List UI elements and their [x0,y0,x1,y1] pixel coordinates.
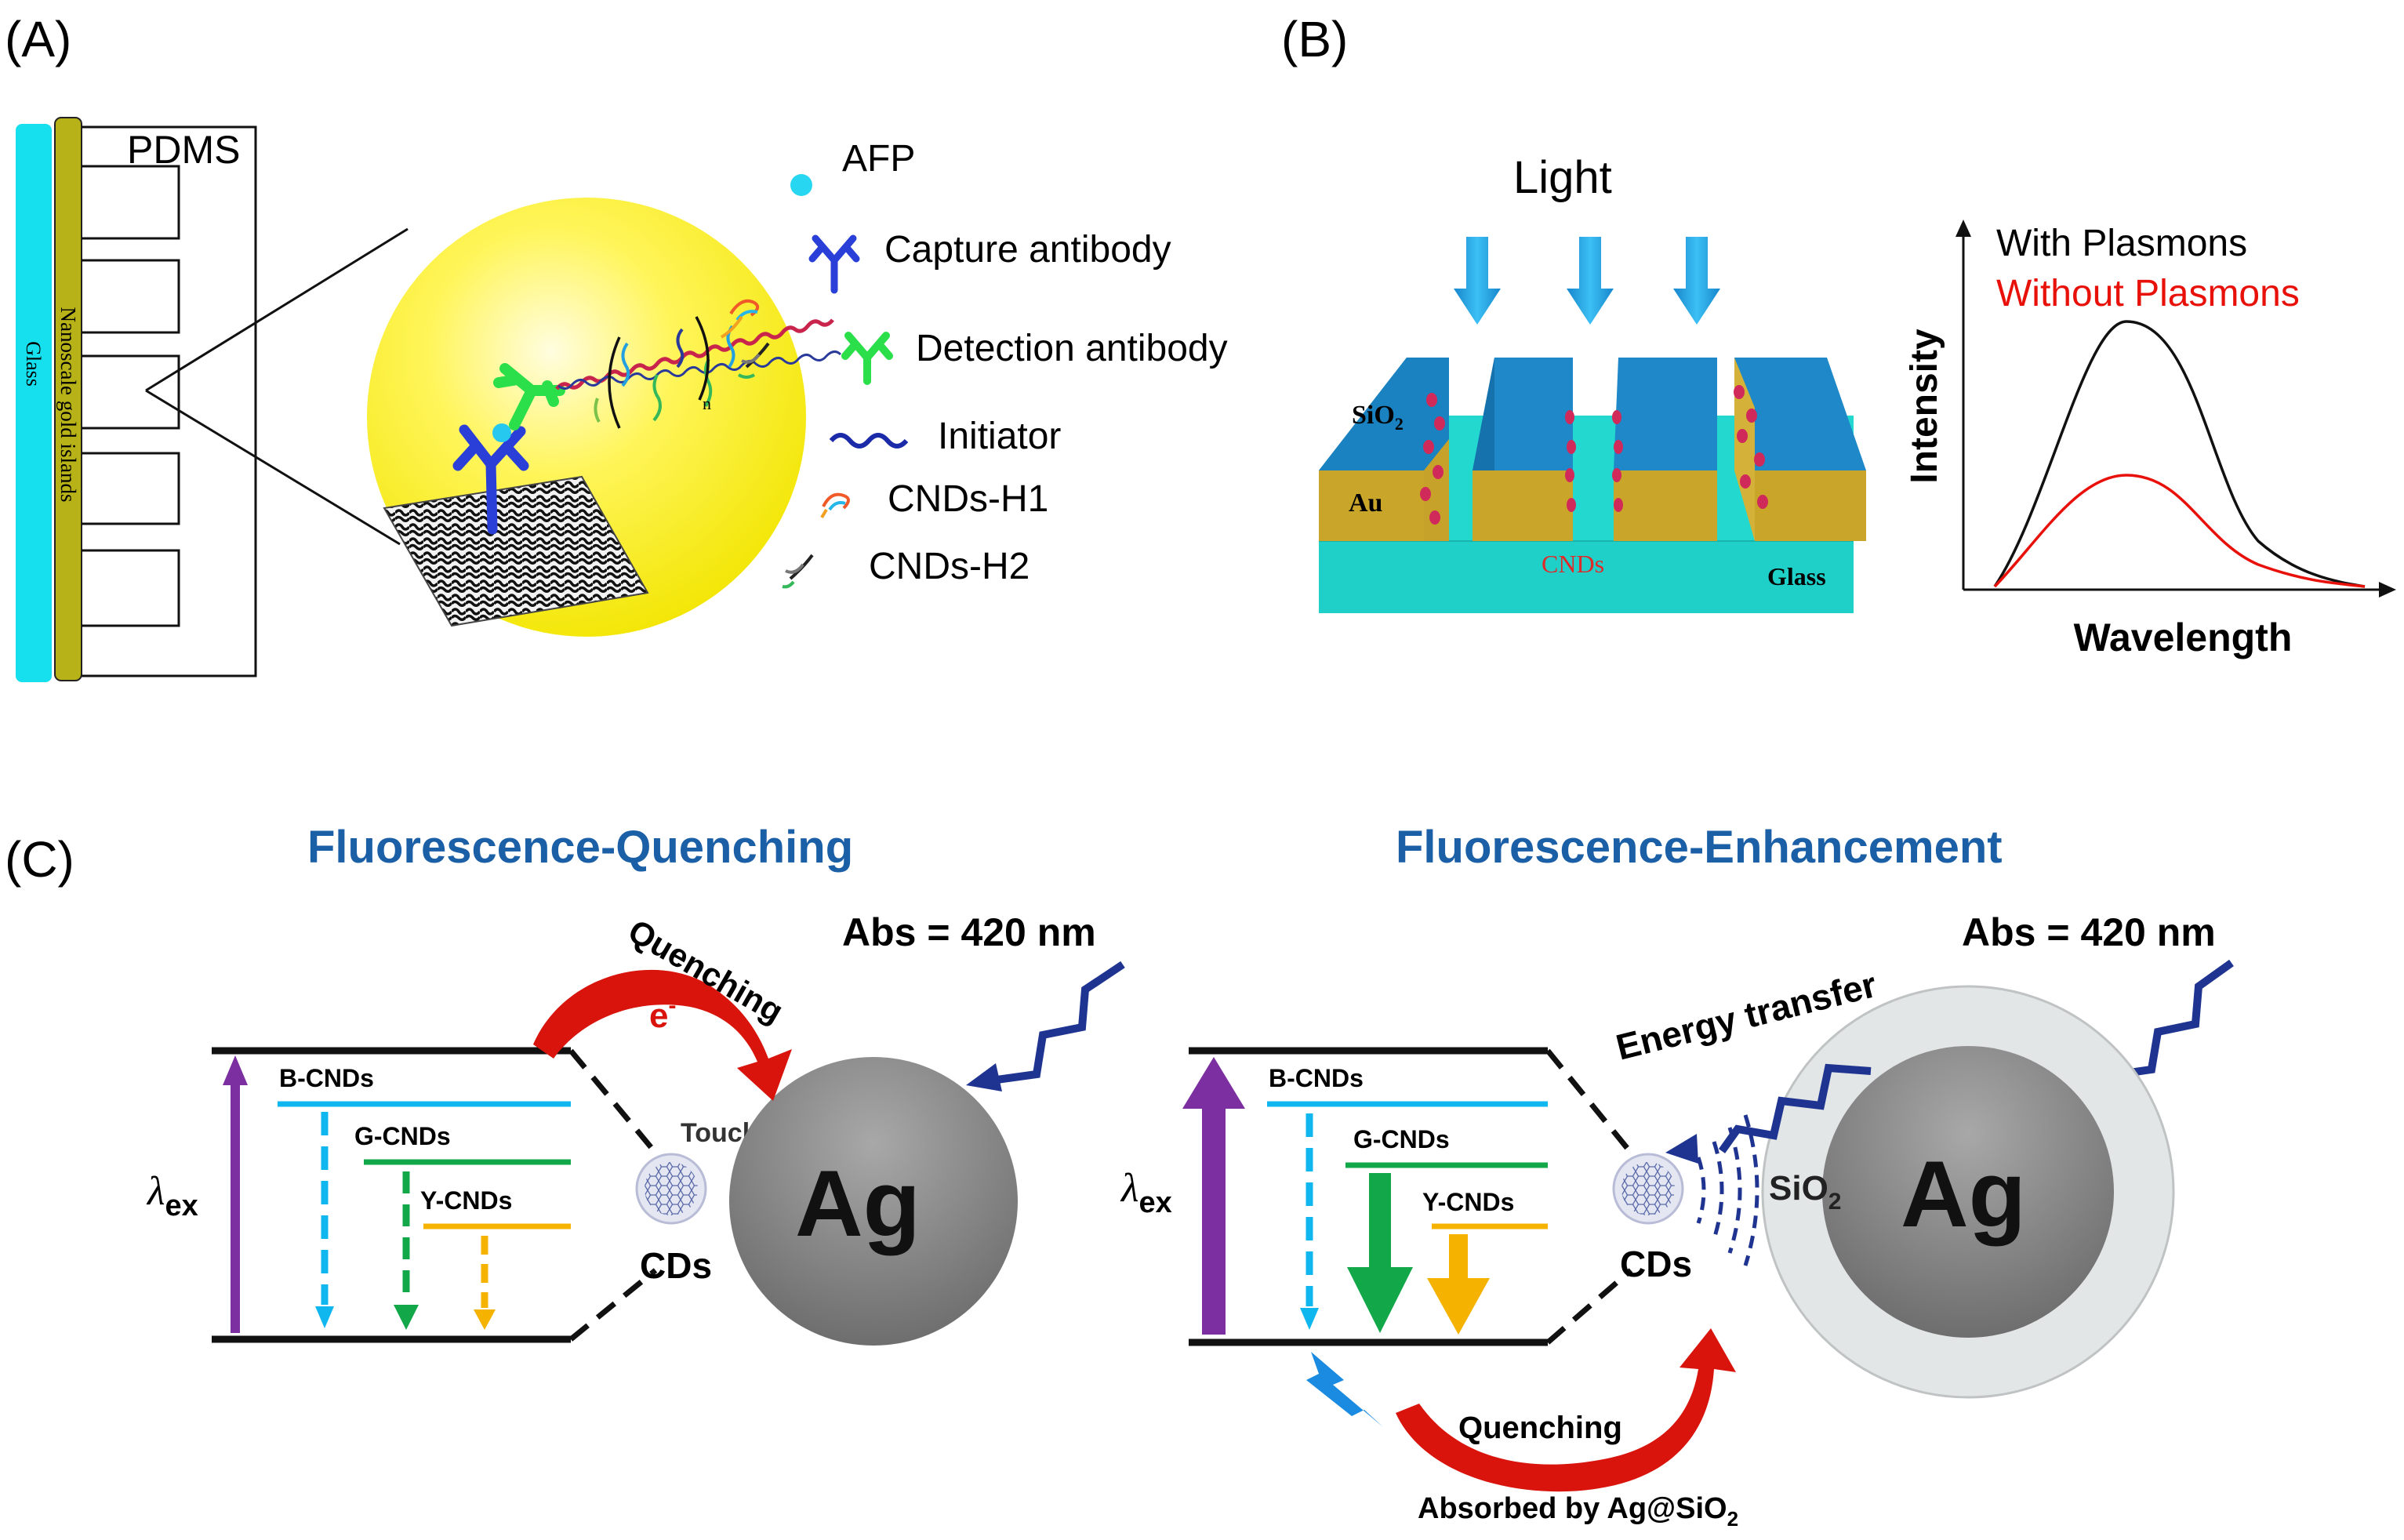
panel-b-label: (B) [1281,11,1348,67]
panel-c: (C) Fluorescence-Quenching Abs = 420 nm … [5,822,2234,1531]
light-arrow-2 [1567,237,1614,325]
cnd-dots [1420,385,1768,525]
legend-initiator: Initiator [938,416,1061,457]
absorbed-label: Absorbed by Ag@SiO2 [1418,1492,1738,1531]
afp-in-sphere [492,423,511,442]
gold-islands-strip [54,117,82,681]
sio2-block-3-top [1614,358,1717,470]
legend-a: AFP Capture antibody Detection antibody … [782,138,1228,589]
sio2-label: SiO2 [1352,401,1404,434]
g-cnds-label-right: G-CNDs [1353,1125,1450,1153]
quenching-label-right: Quenching [1458,1411,1622,1445]
legend-cnds-h1: CNDs-H1 [888,478,1048,520]
legend-detection-antibody: Detection antibody [916,328,1228,369]
lightning-blue [1306,1352,1383,1427]
zigzag-light-right [2107,959,2234,1080]
light-arrows [1454,237,1720,325]
subscript-n: n [703,394,711,413]
glass-top [1319,416,1854,549]
detection-antibody-icon [841,332,893,385]
initiator-icon [829,433,909,449]
sensor-structure: SiO2 Au CNDs Glass [1319,358,1866,613]
ag-sphere-left [729,1057,1018,1346]
legend-afp: AFP [842,138,915,180]
lambda-ex-left: λex [146,1169,198,1222]
light-arrow-1 [1454,237,1501,325]
plot-xlabel: Wavelength [2074,616,2293,659]
gold-surface [383,475,649,627]
light-label: Light [1513,152,1612,203]
panel-a: (A) Glass Nanoscale gold islands PDMS [5,11,1228,682]
ag-core-right [1822,1046,2114,1338]
sio2-shell-label: SiO2 [1769,1169,1841,1215]
detection-antibody-in-sphere [493,363,565,430]
sio2-block-2-top [1473,358,1573,470]
legend-capture-antibody: Capture antibody [884,229,1171,271]
plasmon-plot: Intensity Wavelength With Plasmons Witho… [1904,220,2396,659]
lambda-ex-right: λex [1120,1166,1172,1219]
cnds-h1-icon [820,492,850,519]
y-cnds-label-left: Y-CNDs [420,1186,512,1215]
quenching-title: Fluorescence-Quenching [307,822,853,873]
b-cnds-label-right: B-CNDs [1269,1064,1364,1092]
sio2-block-4-top [1734,358,1866,470]
glass-strip [16,124,52,682]
emission-waves [1696,1114,1759,1266]
bracket-right [695,316,710,401]
cds-label-right: CDs [1620,1244,1692,1284]
glass-label-b: Glass [1767,562,1826,590]
zigzag-light-left [990,961,1125,1084]
light-arrow-3 [1673,237,1720,325]
bracket-left [608,336,621,429]
cnds-h2-icon [782,554,814,589]
pdms-chip [82,125,257,677]
b-cnds-label-left: B-CNDs [279,1064,374,1092]
curve-without-plasmons [1993,474,2366,588]
abs-label-right: Abs = 420 nm [1962,910,2216,954]
capture-antibody-icon [808,234,860,294]
plot-legend-without: Without Plasmons [1996,273,2300,314]
y-cnds-label-right: Y-CNDs [1422,1188,1514,1216]
cds-label-left: CDs [640,1245,712,1286]
energy-transfer-zigzag [1718,1063,1872,1153]
ag-label-left: Ag [795,1151,921,1256]
y-emission-right [1449,1234,1468,1280]
panel-b: (B) Light [1281,11,2396,659]
panel-c-label: (C) [5,831,74,888]
quenching-diagram: Fluorescence-Quenching Abs = 420 nm λex … [146,822,1125,1346]
cnds-label: CNDs [1542,550,1604,578]
electron-label: e- [649,993,676,1035]
pdms-label: PDMS [127,128,240,172]
zoom-lines [145,227,409,546]
au-label: Au [1349,489,1382,518]
legend-cnds-h2: CNDs-H2 [869,546,1030,587]
gold-islands-vertical-label: Nanoscale gold islands [56,307,80,503]
cnds-h2-in-sphere [737,342,770,379]
glass-front [1319,541,1854,613]
electron-transfer-arrow [533,969,792,1101]
abs-label-left: Abs = 420 nm [842,910,1096,954]
cnds-h1-in-sphere [720,299,760,339]
g-cnds-label-left: G-CNDs [354,1122,451,1150]
panel-a-label: (A) [5,11,71,67]
initiator-chain-overlay [557,350,842,390]
afp-icon [790,174,812,196]
enhancement-title: Fluorescence-Enhancement [1396,822,2003,873]
g-emission-right [1369,1173,1391,1269]
quenching-arc-arrow [1396,1328,1736,1492]
capture-antibody-in-sphere [452,424,529,535]
enhancement-diagram: Fluorescence-Enhancement Abs = 420 nm Ag… [1120,822,2234,1531]
plot-ylabel: Intensity [1904,329,1945,484]
curve-with-plasmons [1993,320,2366,588]
ag-label-right: Ag [1901,1142,2026,1247]
plot-legend-with: With Plasmons [1996,223,2247,264]
hairpin-strands [594,325,735,423]
glass-vertical-label: Glass [22,341,45,387]
